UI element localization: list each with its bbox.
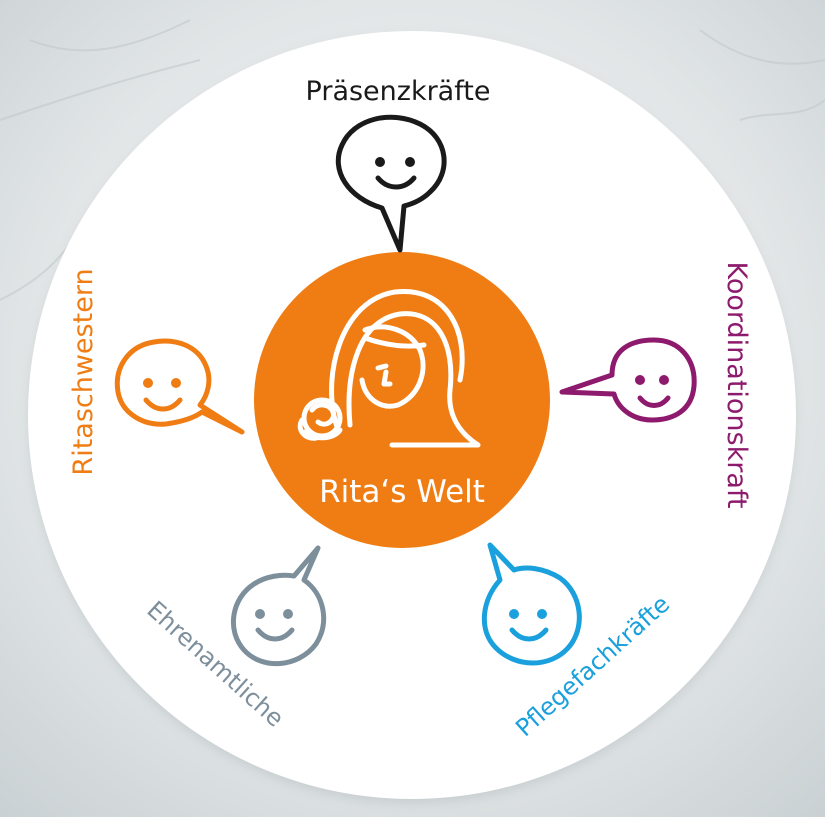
center-node: Rita‘s Welt — [254, 252, 550, 548]
saint-rita-with-rose-icon — [297, 288, 481, 448]
smiley-speech-bubble-icon — [114, 338, 245, 435]
role-ritaschwestern: Ritaschwestern — [68, 268, 245, 476]
smiley-speech-bubble-icon — [335, 114, 447, 253]
role-label-praesenzkraefte: Präsenzkräfte — [306, 76, 491, 107]
role-label-koordinationskraft: Koordinationskraft — [721, 261, 752, 508]
smiley-speech-bubble-icon — [559, 337, 697, 423]
center-label: Rita‘s Welt — [319, 474, 485, 510]
role-label-ritaschwestern: Ritaschwestern — [68, 268, 99, 475]
center-circle — [254, 252, 550, 548]
role-koordinationskraft: Koordinationskraft — [559, 261, 752, 509]
smiley-speech-bubble-icon — [230, 545, 327, 666]
background-tree — [0, 19, 825, 301]
smiley-speech-bubble-icon — [481, 542, 582, 666]
role-praesenzkraefte: Präsenzkräfte — [306, 76, 491, 253]
